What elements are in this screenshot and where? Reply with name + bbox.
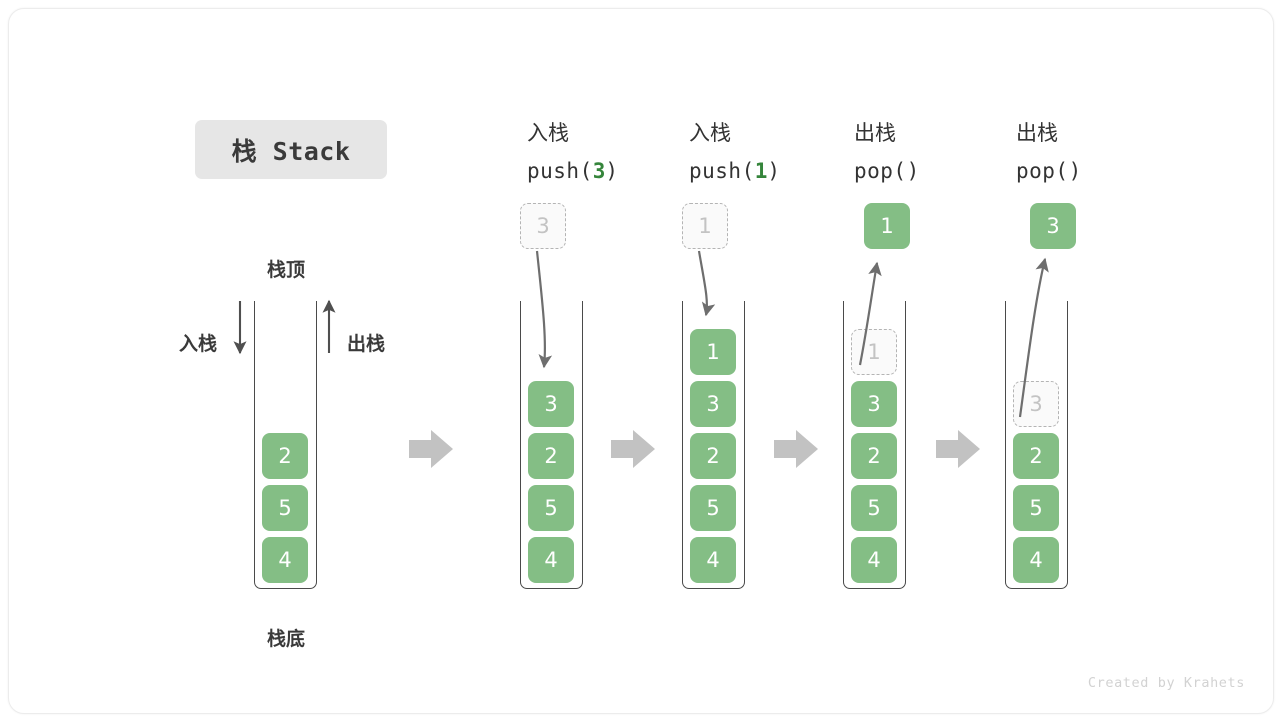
floating-element-ghost: 3 <box>520 203 566 249</box>
code-prefix: pop( <box>1016 159 1069 183</box>
stage-header-code: push(3) <box>527 152 619 190</box>
stack-cell: 4 <box>1013 537 1059 583</box>
stage-transition-arrow <box>936 430 980 468</box>
stack-cell: 5 <box>851 485 897 531</box>
stage-header-code: pop() <box>854 152 920 190</box>
stack-cell: 4 <box>262 537 308 583</box>
stack-cell: 4 <box>690 537 736 583</box>
stack-cell: 5 <box>262 485 308 531</box>
code-prefix: pop( <box>854 159 907 183</box>
code-arg: 3 <box>592 159 606 183</box>
stack-cell: 1 <box>690 329 736 375</box>
push-direction-label: 入栈 <box>179 333 218 355</box>
stack-cell: 2 <box>690 433 736 479</box>
stage-header-cjk: 出栈 <box>1016 121 1058 145</box>
pop-direction-label: 出栈 <box>347 333 386 355</box>
stage-header-pop-3: 出栈 pop() <box>1016 114 1082 190</box>
stack-cell: 3 <box>690 381 736 427</box>
stack-cell: 4 <box>528 537 574 583</box>
stack-container-pop-3 <box>1005 301 1068 589</box>
stack-cell: 3 <box>528 381 574 427</box>
stack-cell: 2 <box>851 433 897 479</box>
diagram-title-text: 栈 Stack <box>231 136 351 166</box>
stack-bottom-label: 栈底 <box>267 628 306 650</box>
arrows-overlay <box>233 250 1049 468</box>
stack-cell: 2 <box>262 433 308 479</box>
stage-header-push-3: 入栈 push(3) <box>527 114 619 190</box>
stack-cell: 2 <box>528 433 574 479</box>
stage-header-cjk: 入栈 <box>527 121 569 145</box>
stack-cell: 3 <box>851 381 897 427</box>
stack-container-push-1 <box>682 301 745 589</box>
stage-transition-arrow <box>611 430 655 468</box>
floating-element-popped: 3 <box>1030 203 1076 249</box>
stack-cell: 5 <box>528 485 574 531</box>
code-suffix: ) <box>767 159 781 183</box>
code-prefix: push( <box>527 159 593 183</box>
diagram-card: 栈 Stack 栈顶 栈底 入栈 出栈 入栈 push(3) 入栈 push(1… <box>8 8 1274 714</box>
stage-header-code: push(1) <box>689 152 781 190</box>
stage-header-cjk: 入栈 <box>689 121 731 145</box>
stack-top-label: 栈顶 <box>267 259 306 281</box>
stack-container-push-3 <box>520 301 583 589</box>
watermark-credit: Created by Krahets <box>1087 675 1245 691</box>
stage-header-push-1: 入栈 push(1) <box>689 114 781 190</box>
diagram-title: 栈 Stack <box>195 120 387 179</box>
stack-container-pop-1 <box>843 301 906 589</box>
code-suffix: ) <box>1068 159 1082 183</box>
stack-cell: 5 <box>1013 485 1059 531</box>
code-suffix: ) <box>605 159 619 183</box>
code-arg: 1 <box>754 159 768 183</box>
stack-cell-ghost: 3 <box>1013 381 1059 427</box>
stack-cell: 2 <box>1013 433 1059 479</box>
stage-header-pop-1: 出栈 pop() <box>854 114 920 190</box>
floating-element-ghost: 1 <box>682 203 728 249</box>
stack-cell: 4 <box>851 537 897 583</box>
stage-header-code: pop() <box>1016 152 1082 190</box>
stack-container-initial <box>254 301 317 589</box>
code-suffix: ) <box>906 159 920 183</box>
floating-element-popped: 1 <box>864 203 910 249</box>
stage-transition-arrow <box>774 430 818 468</box>
stage-transition-arrow <box>409 430 453 468</box>
code-prefix: push( <box>689 159 755 183</box>
stack-cell-ghost: 1 <box>851 329 897 375</box>
stack-cell: 5 <box>690 485 736 531</box>
stage-header-cjk: 出栈 <box>854 121 896 145</box>
